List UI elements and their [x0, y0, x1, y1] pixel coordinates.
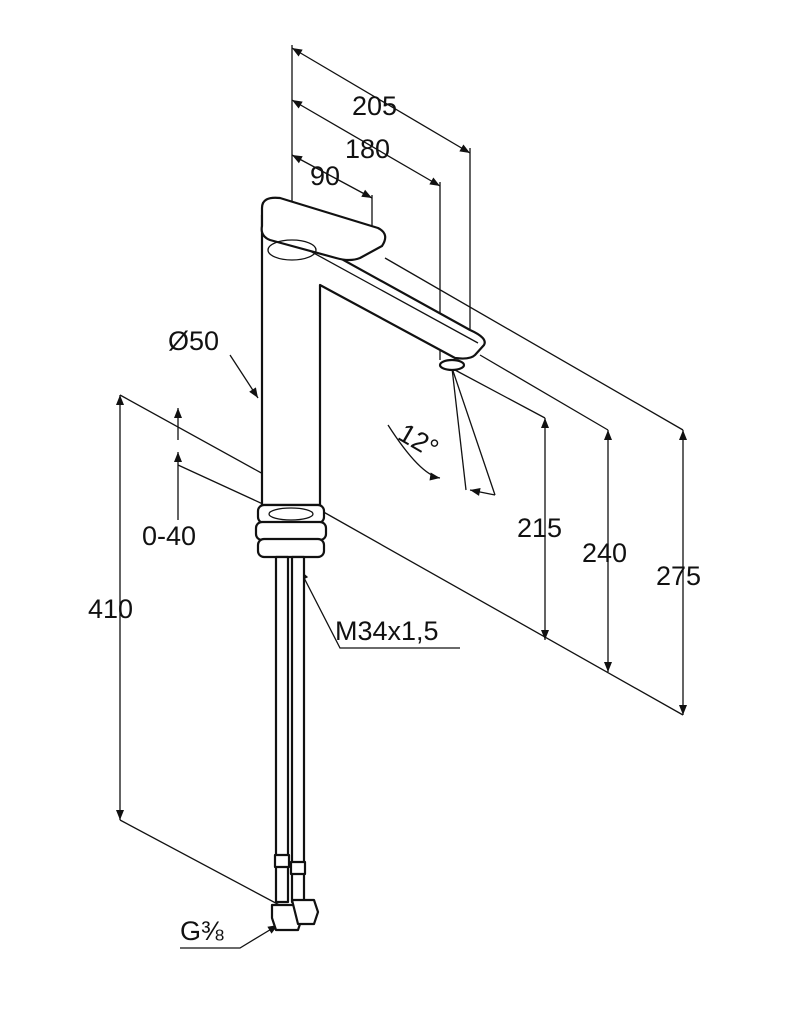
extension-lines — [119, 45, 684, 909]
dimension-lines — [116, 47, 687, 949]
dimension-240: 240 — [582, 538, 627, 568]
connection-label: G⅜ — [180, 916, 224, 946]
dimension-205: 205 — [352, 91, 397, 121]
range-label: 0-40 — [142, 521, 196, 551]
dimension-215: 215 — [517, 513, 562, 543]
dimension-180: 180 — [345, 134, 390, 164]
diameter-label: Ø50 — [168, 326, 219, 356]
angle-label: 12° — [393, 418, 443, 464]
dimension-275: 275 — [656, 561, 701, 591]
thread-label: M34x1,5 — [335, 616, 439, 646]
dimension-90: 90 — [310, 161, 340, 191]
dimension-410: 410 — [88, 594, 133, 624]
faucet — [254, 196, 486, 932]
